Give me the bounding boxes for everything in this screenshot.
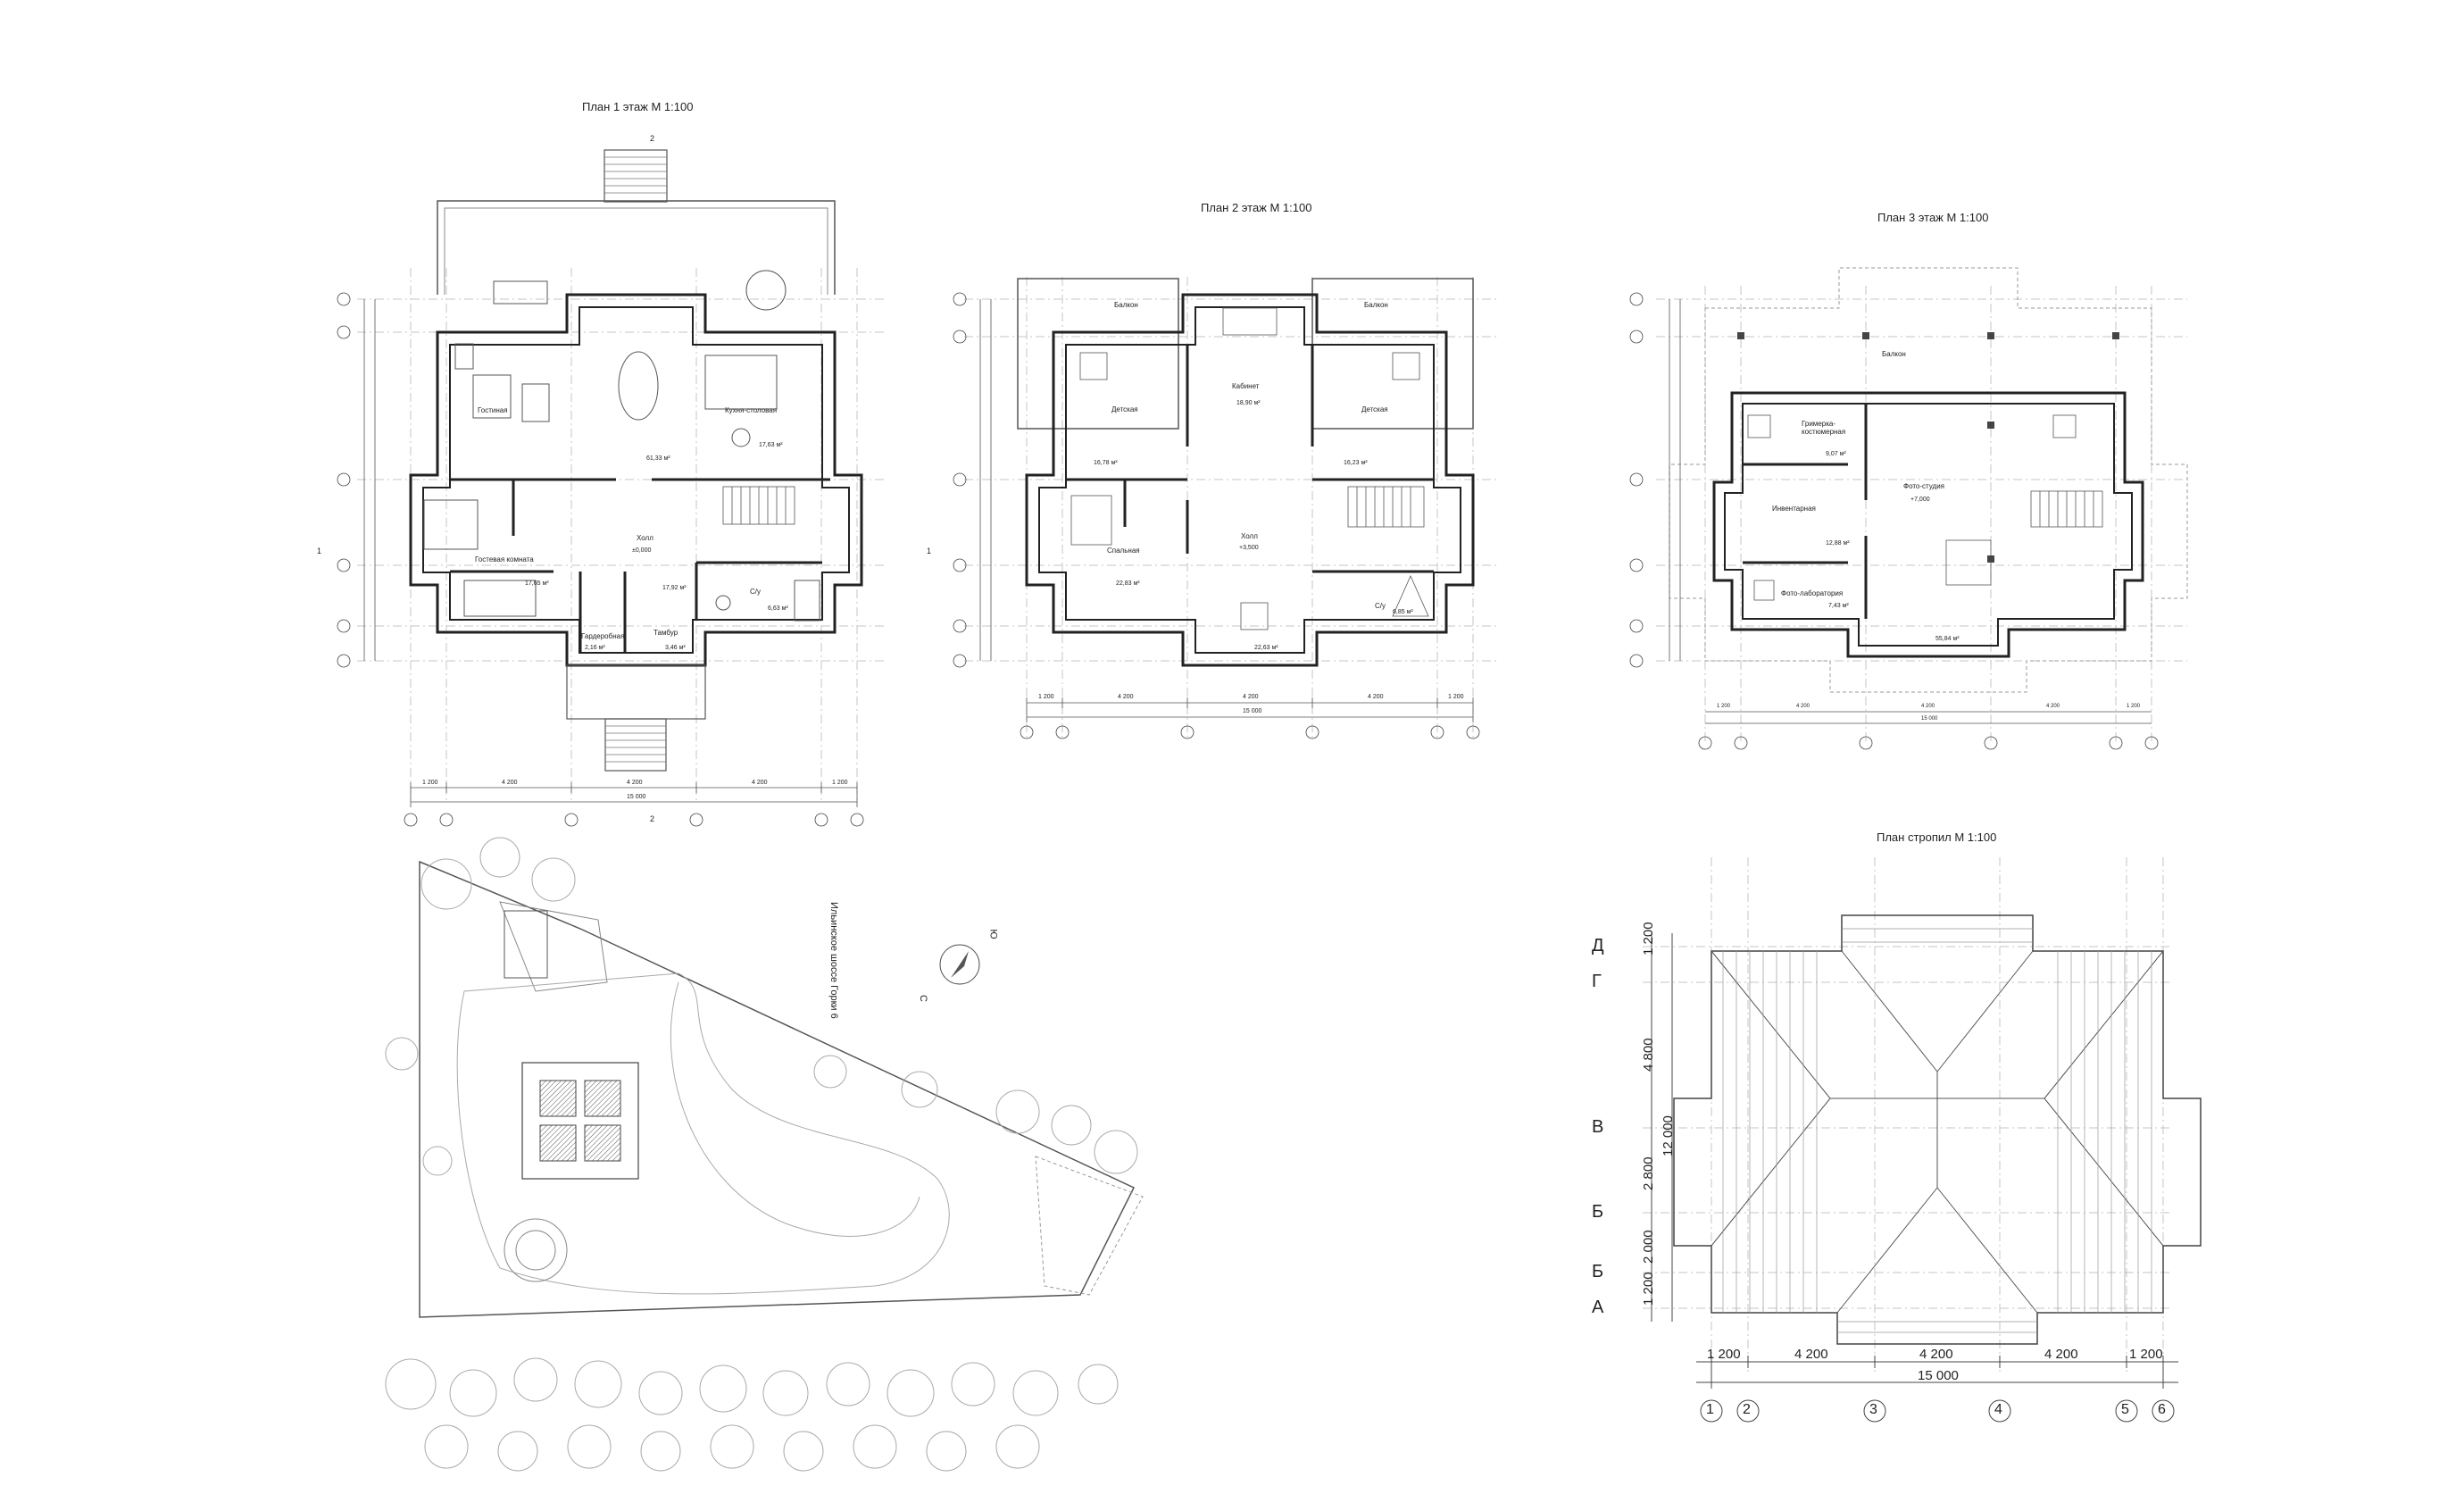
level-mark: +3,500	[1239, 545, 1259, 551]
dim-label: 2 800	[1641, 1156, 1656, 1190]
dim-label: 4 200	[2046, 704, 2060, 709]
dim-label: 1 200	[1717, 704, 1731, 709]
room-label: Гостевая комната	[475, 555, 534, 563]
area-label: 17,92 м²	[662, 585, 687, 591]
room-label: Гардеробная	[581, 632, 625, 640]
area-label: 6,63 м²	[768, 605, 788, 612]
compass-north: Ю	[987, 929, 999, 939]
dim-label: 1 200	[1038, 694, 1054, 700]
room-label: Тамбур	[653, 629, 678, 637]
dim-label: 1 200	[1641, 1272, 1656, 1306]
plan3-title: План 3 этаж М 1:100	[1877, 211, 1989, 224]
area-label: 17,63 м²	[759, 442, 783, 448]
area-label: 3,46 м²	[665, 645, 686, 651]
area-label: 55,84 м²	[1935, 636, 1960, 642]
area-label: 22,63 м²	[1254, 645, 1278, 651]
room-label: Кухня-столовая	[725, 406, 778, 414]
dim-label: 1 200	[1641, 922, 1656, 956]
area-label: 16,23 м²	[1344, 460, 1368, 466]
dim-label: 1 200	[422, 780, 438, 786]
dim-label: 4 200	[1368, 694, 1384, 700]
room-label: Инвентарная	[1772, 505, 1816, 513]
plan1-title: План 1 этаж М 1:100	[582, 100, 694, 113]
dim-total: 15 000	[627, 794, 646, 800]
dim-total: 15 000	[1921, 716, 1938, 722]
dim-label: 1 200	[2127, 704, 2141, 709]
axis-label-col: 2	[1743, 1402, 1751, 1417]
area-label: 16,78 м²	[1094, 460, 1118, 466]
dim-label: 4 200	[2044, 1347, 2078, 1362]
room-label: Гримерка-костюмерная	[1802, 420, 1846, 436]
dim-label: 4 200	[1118, 694, 1134, 700]
room-label: С/у	[1375, 602, 1386, 610]
room-label: Детская	[1111, 405, 1138, 413]
plan2-floor-plan	[953, 277, 1500, 741]
plan1-floor-plan	[337, 149, 884, 827]
section-mark: 2	[650, 814, 655, 823]
road-label: Ильинское шоссе Горки 6	[828, 902, 839, 1019]
section-mark: 1	[927, 547, 932, 555]
axis-label-col: 4	[1994, 1402, 2002, 1417]
dim-label: 4 200	[1919, 1347, 1953, 1362]
dim-label: 4 200	[752, 780, 768, 786]
axis-label-row: А	[1592, 1298, 1604, 1317]
room-label: Фото-лаборатория	[1781, 589, 1844, 597]
axis-label-row: Б	[1592, 1202, 1604, 1222]
dim-label: 2 000	[1641, 1230, 1656, 1264]
section-mark: 1	[317, 547, 322, 555]
axis-label-row: В	[1592, 1117, 1604, 1137]
compass-south: С	[917, 995, 928, 1002]
dim-label: 4 200	[1921, 704, 1935, 709]
room-label: Балкон	[1114, 301, 1138, 309]
dim-label: 4 200	[1243, 694, 1259, 700]
area-label: 22,83 м²	[1116, 580, 1140, 587]
area-label: 17,65 м²	[525, 580, 549, 587]
dim-label: 1 200	[1707, 1347, 1741, 1362]
room-label: Спальная	[1107, 547, 1140, 555]
dim-label: 1 200	[1448, 694, 1464, 700]
dim-label: 4 200	[1796, 704, 1811, 709]
room-label: Детская	[1361, 405, 1388, 413]
axis-label-row: Б	[1592, 1262, 1604, 1281]
room-label: Холл	[1241, 532, 1258, 540]
area-label: 18,90 м²	[1236, 400, 1261, 406]
roof-title: План стропил М 1:100	[1877, 830, 1997, 844]
dim-label: 1 200	[2129, 1347, 2163, 1362]
dim-label: 1 200	[832, 780, 848, 786]
axis-label-row: Д	[1592, 936, 1604, 956]
dim-label: 4 200	[502, 780, 518, 786]
axis-label-col: 1	[1706, 1402, 1714, 1417]
dim-total: 15 000	[1243, 708, 1262, 714]
area-label: 9,07 м²	[1826, 451, 1846, 457]
room-label: Балкон	[1364, 301, 1388, 309]
area-label: 7,43 м²	[1828, 603, 1849, 609]
room-label: Балкон	[1882, 350, 1906, 358]
plan3-floor-plan	[1629, 267, 2188, 750]
dim-label: 4 200	[1794, 1347, 1828, 1362]
dim-label: 4 800	[1641, 1038, 1656, 1072]
area-label: 6,85 м²	[1393, 609, 1413, 615]
room-label: Кабинет	[1232, 382, 1260, 390]
axis-label-col: 5	[2121, 1402, 2129, 1417]
axis-label-row: Г	[1592, 972, 1602, 991]
room-label: Гостиная	[478, 406, 508, 414]
area-label: 12,88 м²	[1826, 540, 1850, 547]
level-mark: ±0,000	[632, 547, 652, 554]
area-label: 2,16 м²	[585, 645, 605, 651]
level-mark: +7,000	[1910, 497, 1930, 503]
site-plan	[385, 837, 1144, 1472]
room-label: С/у	[750, 588, 761, 596]
plan2-title: План 2 этаж М 1:100	[1201, 201, 1312, 214]
axis-label-col: 3	[1869, 1402, 1877, 1417]
room-label: Холл	[637, 534, 653, 542]
roof-rafter-plan	[1643, 857, 2202, 1423]
axis-label-col: 6	[2158, 1402, 2166, 1417]
section-mark: 2	[650, 134, 655, 143]
dim-total: 12 000	[1661, 1115, 1676, 1156]
area-label: 61,33 м²	[646, 455, 670, 462]
room-label: Фото-студия	[1903, 482, 1944, 490]
dim-label: 4 200	[627, 780, 643, 786]
dim-total: 15 000	[1918, 1368, 1959, 1383]
